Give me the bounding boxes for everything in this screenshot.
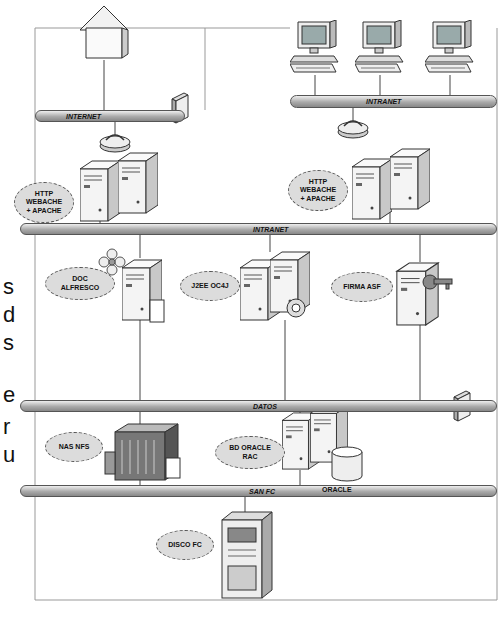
service-label: DOC ALFRESCO (56, 275, 104, 291)
callout-oval: FIRMA ASF (331, 272, 393, 302)
network-band: SAN FC (20, 485, 497, 497)
service-label: NAS NFS (59, 443, 90, 451)
service-label: J2EE OC4J (191, 282, 228, 290)
network-band: INTRANET (20, 223, 497, 235)
margin-text-fragment: r (3, 416, 10, 438)
network-band: INTERNET (35, 110, 185, 122)
band-label: SAN FC (249, 488, 275, 495)
margin-text-fragment: u (3, 444, 15, 466)
band-label: INTERNET (66, 113, 101, 120)
margin-text-fragment: s (3, 276, 14, 298)
service-label: DISCO FC (168, 541, 201, 549)
database-label: ORACLE (322, 486, 352, 493)
band-label: INTRANET (253, 226, 288, 233)
callout-oval: HTTP WEBACHE + APACHE (14, 182, 74, 223)
network-band: DATOS (20, 400, 497, 412)
band-label: INTRANET (366, 98, 401, 105)
service-label: HTTP WEBACHE + APACHE (299, 178, 337, 202)
callout-oval: BD ORACLE RAC (215, 436, 285, 469)
network-band: INTRANET (290, 95, 497, 108)
service-label: FIRMA ASF (343, 283, 381, 291)
callout-oval: J2EE OC4J (180, 271, 240, 301)
margin-text-fragment: e (3, 384, 15, 406)
callout-oval: HTTP WEBACHE + APACHE (288, 170, 348, 211)
service-label: BD ORACLE RAC (226, 444, 274, 460)
margin-text-fragment: s (3, 332, 14, 354)
band-label: DATOS (253, 403, 277, 410)
service-label: HTTP WEBACHE + APACHE (25, 190, 63, 214)
callout-oval: DISCO FC (156, 530, 214, 560)
callout-oval: NAS NFS (45, 432, 103, 462)
callout-oval: DOC ALFRESCO (45, 267, 115, 300)
margin-text-fragment: d (3, 304, 15, 326)
